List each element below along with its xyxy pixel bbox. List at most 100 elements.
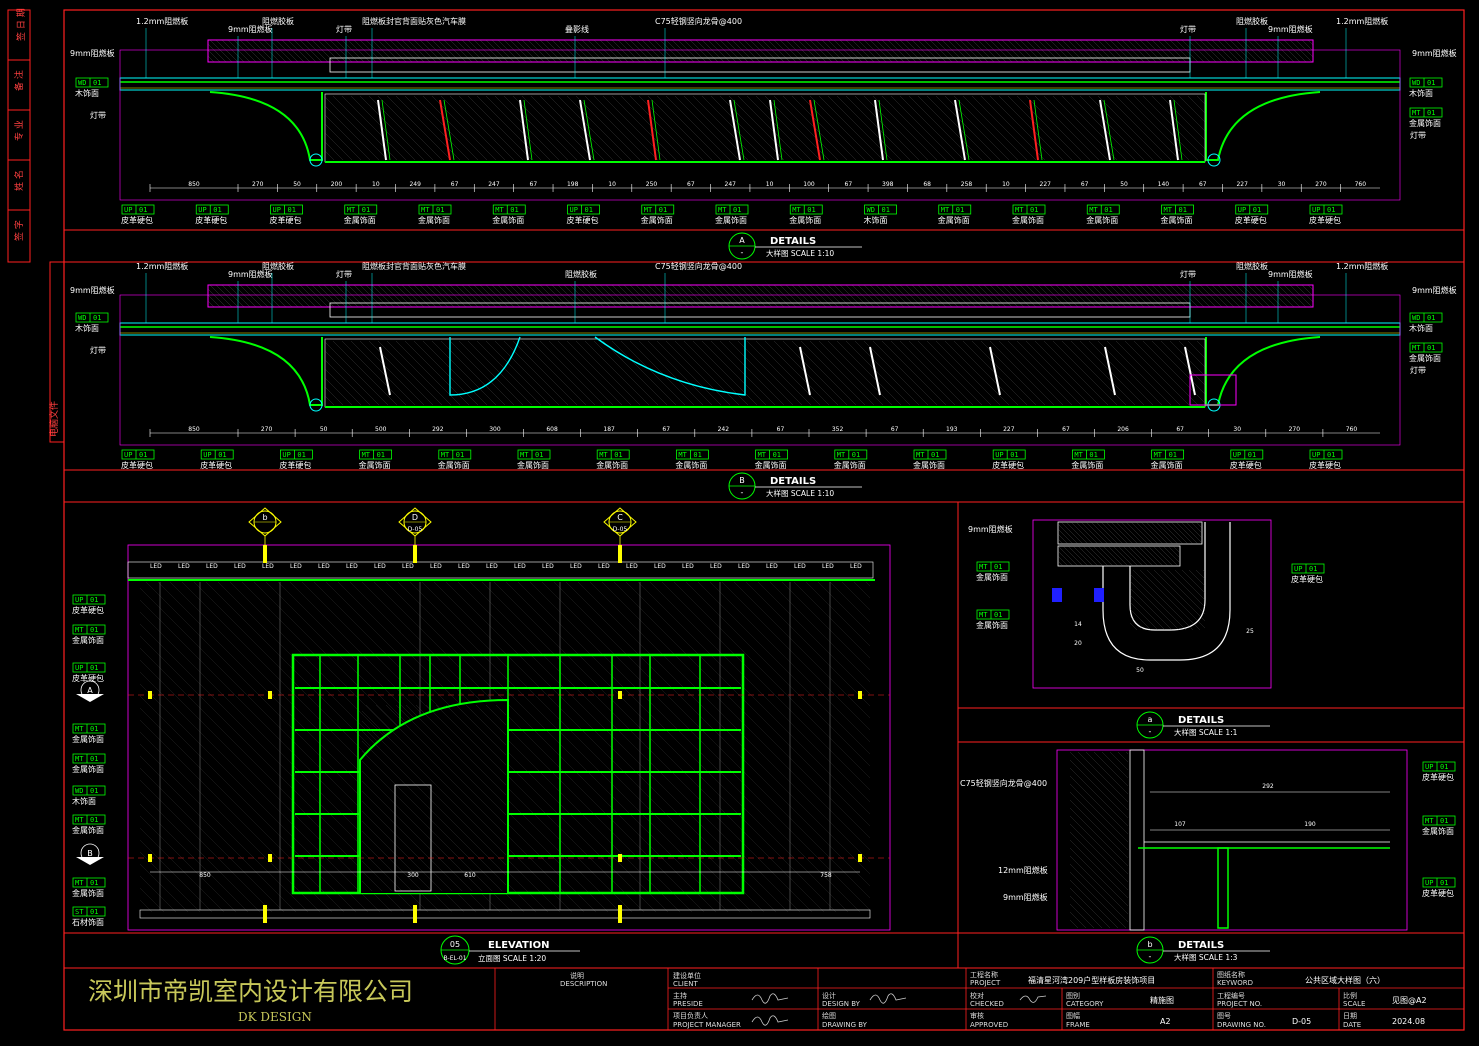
hatch-line (281, 39, 305, 63)
hatch-line (435, 704, 507, 776)
elevation-marker-letter: C (617, 513, 623, 522)
hatch-line (1129, 594, 1166, 631)
material-tag-code: MT (495, 206, 504, 214)
hatch-line (548, 95, 614, 161)
material-tag-code: UP (995, 451, 1003, 459)
tb-drawno-en: DRAWING NO. (1217, 1021, 1266, 1029)
small-a-dim: 14 (1074, 621, 1082, 628)
hatch-line (1277, 39, 1301, 63)
right-label: 9mm阻燃板 (1412, 48, 1457, 58)
dim-value: 250 (646, 181, 658, 188)
top-label: C75轻钢竖向龙骨@400 (655, 261, 742, 271)
hatch-line (324, 141, 344, 161)
hatch-line (769, 581, 871, 683)
hatch-line (329, 39, 353, 63)
hatch-line (710, 340, 776, 406)
lower-board-hatch (1057, 545, 1181, 567)
hatch-line (1013, 284, 1037, 308)
led-mark: LED (598, 563, 610, 570)
section-tick (268, 854, 272, 862)
hatch-line (139, 659, 393, 913)
elev-dim-value: 850 (199, 872, 211, 879)
hatch-line (695, 39, 719, 63)
title-mark-letter: a (1148, 715, 1153, 724)
hatch-line (953, 39, 977, 63)
material-tag-box (596, 449, 630, 460)
material-tag-name: 皮革硬包 (121, 460, 153, 470)
tb-client-label: 建设单位 (673, 971, 701, 980)
material-tag-name: 金属饰面 (976, 620, 1008, 630)
hatch-line (1223, 284, 1247, 308)
hatch-line (1092, 545, 1114, 567)
material-tag-box (72, 624, 106, 635)
material-tag-box (438, 449, 472, 460)
hatch-line (361, 790, 463, 892)
material-tag-code: UP (570, 206, 578, 214)
hatch-line (365, 284, 389, 308)
hatch-line (377, 95, 443, 161)
led-mark: LED (346, 563, 358, 570)
hatch-line (995, 284, 1019, 308)
hatch-line (539, 39, 563, 63)
hatch-line (215, 39, 239, 63)
hatch-line (361, 870, 383, 892)
hatch-line (584, 95, 650, 161)
hatch-line (1057, 523, 1079, 545)
material-tag-code: WD (78, 314, 86, 322)
hatch-line (509, 39, 533, 63)
hatch-line (661, 581, 871, 791)
hatch-line (557, 39, 581, 63)
hatch-line (1069, 847, 1129, 907)
hatch-line (905, 284, 929, 308)
hatch-line (551, 284, 575, 308)
material-tag-number: 01 (456, 451, 464, 459)
hatch-line (1103, 284, 1127, 308)
hatch-line (1145, 284, 1169, 308)
hatch-line (683, 284, 707, 308)
hatch-line (779, 39, 803, 63)
hatch-line (625, 581, 871, 827)
top-label: 9mm阻燃板 (228, 24, 273, 34)
panel-fin-edge (651, 99, 661, 161)
hatch-line (515, 39, 539, 63)
material-tag-box (1309, 204, 1343, 215)
hatch-line (227, 284, 251, 308)
hatch-line (443, 39, 467, 63)
hatch-line (638, 340, 704, 406)
material-tag-code: UP (75, 596, 83, 604)
dim-value: 67 (1199, 181, 1207, 188)
top-label: 阻燃胶板 (565, 269, 597, 279)
hatch-line (745, 581, 871, 707)
hatch-line (1097, 95, 1163, 161)
material-tag-code: ST (75, 908, 84, 916)
left-curve (209, 91, 323, 161)
hatch-line (509, 284, 533, 308)
small-b-label: 12mm阻燃板 (998, 865, 1048, 875)
title-mark-subtitle: 大样图 SCALE 1:10 (766, 248, 834, 258)
hatch-line (887, 39, 911, 63)
material-tag-box (1072, 449, 1105, 460)
hatch-line (431, 39, 455, 63)
hatch-line (833, 39, 857, 63)
material-tag-box (567, 204, 600, 215)
led-mark: LED (234, 563, 246, 570)
hatch-line (299, 39, 323, 63)
hatch-line (1178, 95, 1206, 123)
hatch-line (139, 863, 189, 913)
hatch-line (1097, 545, 1119, 567)
dim-value: 67 (530, 181, 538, 188)
material-tag-name: 金属饰面 (834, 460, 866, 470)
dim-value: 760 (1355, 181, 1367, 188)
tb-scale-en: SCALE (1343, 1000, 1365, 1008)
hatch-line (1169, 39, 1193, 63)
hatch-line (425, 39, 449, 63)
hatch-line (139, 827, 225, 913)
hatch-line (851, 39, 875, 63)
hatch-line (593, 39, 617, 63)
